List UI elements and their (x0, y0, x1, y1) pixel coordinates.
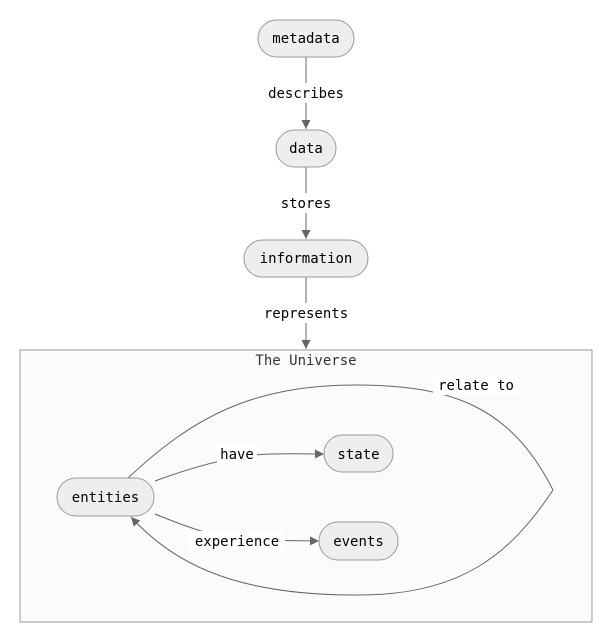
edge-label-have: have (220, 447, 254, 463)
node-label-state: state (337, 447, 379, 463)
edge-represents: represents (258, 277, 354, 349)
node-metadata[interactable]: metadata (257, 19, 355, 58)
node-entities[interactable]: entities (56, 477, 155, 517)
node-state[interactable]: state (323, 434, 394, 473)
edge-experience: experience (154, 513, 320, 551)
node-information[interactable]: information (243, 239, 369, 278)
edge-label-describes: describes (268, 86, 344, 102)
edge-stores: stores (276, 167, 336, 239)
cluster-title: The Universe (255, 353, 356, 369)
edge-relate-to: relate to (127, 375, 554, 596)
node-data[interactable]: data (275, 129, 337, 168)
edge-label-stores: stores (281, 196, 332, 212)
node-label-events: events (333, 534, 384, 550)
node-label-metadata: metadata (272, 31, 339, 47)
edge-label-relate-to: relate to (438, 378, 514, 394)
node-label-information: information (260, 251, 353, 267)
node-label-data: data (289, 141, 323, 157)
edge-label-represents: represents (264, 306, 348, 322)
node-events[interactable]: events (318, 521, 399, 561)
edge-label-experience: experience (195, 534, 279, 550)
node-label-entities: entities (72, 490, 139, 506)
edge-describes: describes (262, 57, 350, 129)
edge-have: have (154, 444, 325, 482)
